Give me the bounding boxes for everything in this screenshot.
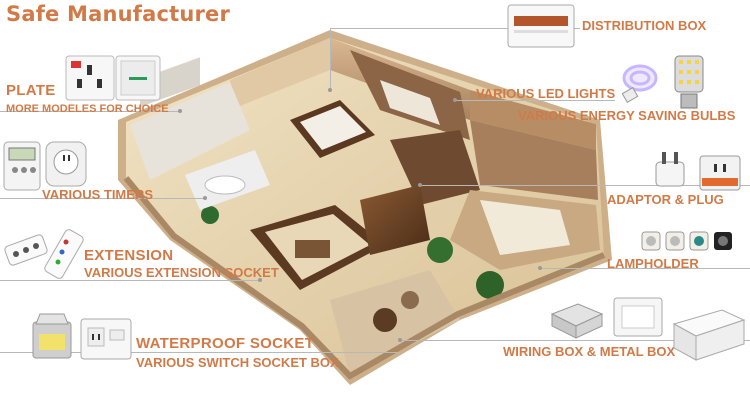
connector-line — [420, 185, 750, 186]
connector-dot — [453, 98, 457, 102]
connector-dot — [328, 88, 332, 92]
connector-line — [0, 111, 180, 112]
switch-socket-box-icon — [80, 318, 132, 360]
waterproof-sub-label: VARIOUS SWITCH SOCKET BOX — [136, 355, 339, 370]
connector-dot — [203, 196, 207, 200]
waterproof-socket-icon — [32, 313, 72, 359]
lampholder-icon — [641, 231, 732, 251]
distribution-box-icon — [507, 4, 575, 48]
timers-label: VARIOUS TIMERS — [42, 187, 153, 202]
metal-box-icon — [550, 303, 604, 339]
adaptor-icon — [699, 155, 741, 191]
plug-icon — [655, 152, 685, 187]
energy-label: VARIOUS ENERGY SAVING BULBS — [518, 108, 736, 123]
connector-dot — [538, 266, 542, 270]
connector-dot — [258, 278, 262, 282]
distribution-label: DISTRIBUTION BOX — [582, 18, 707, 33]
wiring-label: WIRING BOX & METAL BOX — [503, 344, 676, 359]
connector-line — [0, 352, 400, 353]
connector-line — [400, 340, 750, 341]
lampholder-label: LAMPHOLDER — [607, 256, 699, 271]
wiring-box-icon — [613, 297, 663, 337]
connector-line — [330, 28, 331, 90]
waterproof-label: WATERPROOF SOCKET — [136, 335, 315, 352]
led-label: VARIOUS LED LIGHTS — [476, 86, 616, 101]
connector-dot — [398, 338, 402, 342]
extension-label: EXTENSION — [84, 247, 174, 264]
plate-label: PLATE — [6, 82, 56, 99]
connector-dot — [178, 109, 182, 113]
connector-line — [540, 268, 750, 269]
connector-line — [455, 100, 615, 101]
extension-sub-label: VARIOUS EXTENSION SOCKET — [84, 265, 279, 280]
switch-plate-icon — [115, 55, 161, 101]
adaptor-label: ADAPTOR & PLUG — [607, 192, 724, 207]
digital-timer-icon — [3, 141, 41, 191]
plug-timer-icon — [45, 141, 87, 187]
extension-socket-icon — [44, 229, 84, 279]
connector-dot — [418, 183, 422, 187]
connector-line — [330, 28, 580, 29]
extension-socket-icon — [4, 234, 48, 266]
page-title: Safe Manufacturer — [6, 2, 231, 26]
spiral-bulb-icon — [621, 64, 658, 104]
connector-line — [0, 280, 260, 281]
led-corn-bulb-icon — [674, 55, 704, 109]
connector-line — [0, 198, 205, 199]
wiring-box-icon — [672, 309, 746, 361]
socket-plate-icon — [65, 55, 115, 101]
plate-sub-label: MORE MODELES FOR CHOICE — [6, 103, 169, 115]
